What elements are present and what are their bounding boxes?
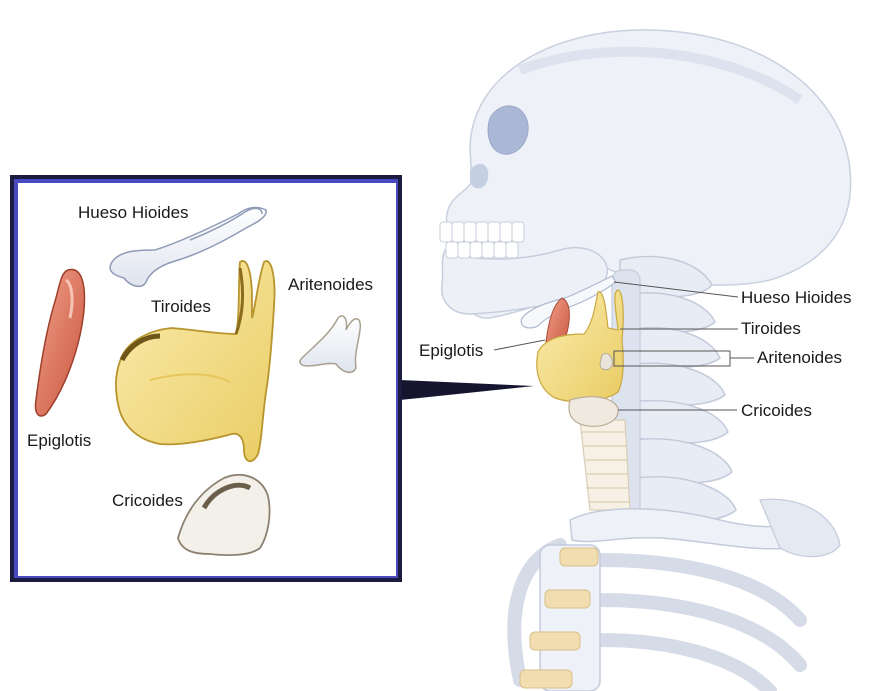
- main-cricoid-cartilage: [569, 397, 618, 427]
- trachea: [580, 420, 630, 510]
- main-arytenoid: [600, 353, 612, 369]
- inset-pointer: [400, 380, 534, 400]
- main-label-cricoid: Cricoides: [741, 401, 812, 420]
- main-label-epiglottis: Epiglotis: [419, 341, 483, 360]
- main-label-hyoid: Hueso Hioides: [741, 288, 852, 307]
- inset-label-epiglottis: Epiglotis: [27, 431, 91, 450]
- inset-label-cricoid: Cricoides: [112, 491, 183, 510]
- main-label-thyroid: Tiroides: [741, 319, 801, 338]
- teeth: [440, 222, 524, 258]
- inset-label-hyoid: Hueso Hioides: [78, 203, 189, 222]
- inset-label-arytenoid: Aritenoides: [288, 275, 373, 294]
- inset-label-thyroid: Tiroides: [151, 297, 211, 316]
- main-label-arytenoid: Aritenoides: [757, 348, 842, 367]
